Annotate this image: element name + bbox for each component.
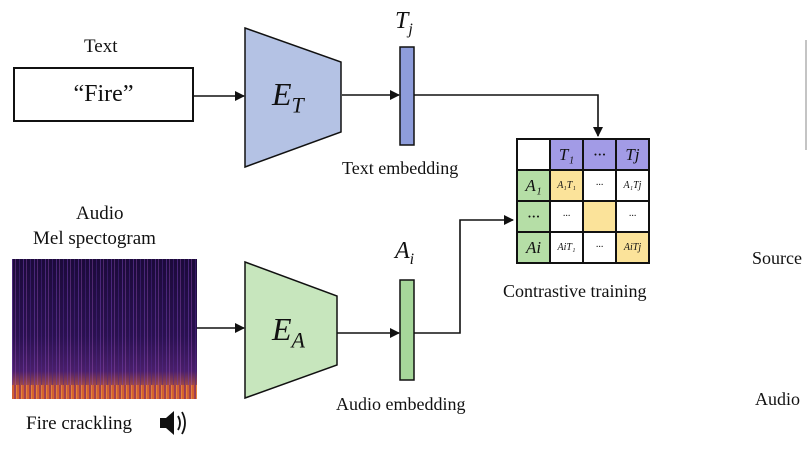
matrix-cell: Tj: [615, 138, 650, 171]
matrix-cell: [582, 200, 617, 233]
text-embedding-label: Text embedding: [342, 158, 459, 178]
mel-spectrogram: [12, 259, 197, 399]
audio-encoder-symbol: E: [272, 311, 292, 347]
audio-embedding-bar: [399, 279, 415, 381]
audio-embedding-symbol: Ai: [395, 238, 414, 269]
text-title: Text: [84, 36, 118, 57]
matrix-cell: A₁Tj: [615, 169, 650, 202]
matrix-cell: Ai: [516, 231, 551, 264]
text-input-value: “Fire”: [73, 81, 134, 107]
matrix-cell: A₁T₁: [549, 169, 584, 202]
matrix-label: Contrastive training: [503, 281, 647, 301]
source-label: Source: [752, 248, 802, 268]
spectrogram-low-band: [12, 385, 197, 399]
matrix-cell: ···: [582, 138, 617, 171]
matrix-cell: ···: [516, 200, 551, 233]
text-embedding-letter: T: [395, 8, 409, 34]
matrix-row: T₁···Tj: [516, 138, 650, 171]
audio-encoder-shape: [244, 260, 338, 400]
text-encoder-label: ET: [272, 76, 304, 118]
audio-edge-label: Audio: [755, 389, 800, 409]
arrow-audio-embedding-to-matrix: [414, 215, 514, 334]
matrix-cell: ···: [582, 169, 617, 202]
matrix-cell: [516, 138, 551, 171]
text-embedding-symbol: Tj: [395, 8, 413, 39]
audio-embedding-subscript: i: [409, 250, 415, 268]
matrix-cell: ···: [582, 231, 617, 264]
text-embedding-subscript: j: [408, 20, 413, 38]
audio-encoder-label: EA: [272, 311, 305, 353]
text-embedding-bar: [399, 46, 415, 146]
text-encoder-shape: [244, 26, 342, 169]
audio-caption: Fire crackling: [26, 413, 133, 434]
matrix-cell: ···: [549, 200, 584, 233]
matrix-cell: ···: [615, 200, 650, 233]
arrow-text-embedding-to-matrix: [414, 94, 603, 137]
text-encoder-symbol: E: [272, 76, 292, 112]
audio-embedding-label: Audio embedding: [336, 394, 466, 414]
matrix-cell: AiT₁: [549, 231, 584, 264]
text-input-box: “Fire”: [13, 67, 194, 122]
audio-title: Audio: [76, 203, 124, 224]
matrix-cell: AiTj: [615, 231, 650, 264]
speaker-icon: [160, 411, 186, 435]
audio-embedding-letter: A: [395, 238, 410, 264]
matrix-cell: T₁: [549, 138, 584, 171]
audio-encoder-subscript: A: [291, 327, 305, 353]
matrix-cell: A₁: [516, 169, 551, 202]
text-encoder-subscript: T: [291, 92, 304, 118]
matrix-row: ·········: [516, 200, 650, 233]
audio-subtitle: Mel spectogram: [33, 228, 156, 249]
